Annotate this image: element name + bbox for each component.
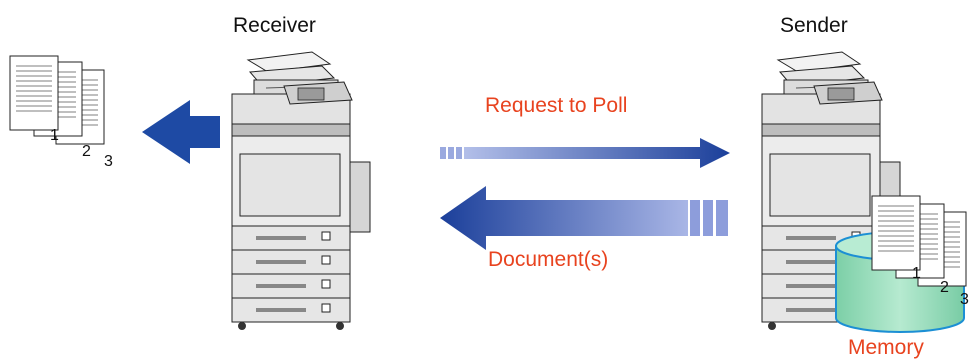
output-arrow: [142, 100, 220, 164]
receiver-label: Receiver: [233, 14, 316, 37]
request-to-poll-label: Request to Poll: [485, 94, 628, 117]
page-number: 1: [50, 127, 59, 144]
page-number: 3: [960, 291, 969, 308]
document-arrow: [440, 186, 728, 250]
stored-documents: 1 2 3: [871, 195, 969, 308]
page-number: 2: [940, 279, 949, 296]
page-number: 2: [82, 143, 91, 160]
sender-label: Sender: [780, 14, 848, 37]
page-number: 1: [912, 265, 921, 282]
request-arrow: [440, 138, 730, 168]
memory-label: Memory: [848, 336, 924, 359]
received-documents: 1 2 3: [9, 55, 113, 170]
receiver-fax-machine: [231, 51, 371, 331]
documents-label: Document(s): [488, 248, 609, 271]
page-number: 3: [104, 153, 113, 170]
